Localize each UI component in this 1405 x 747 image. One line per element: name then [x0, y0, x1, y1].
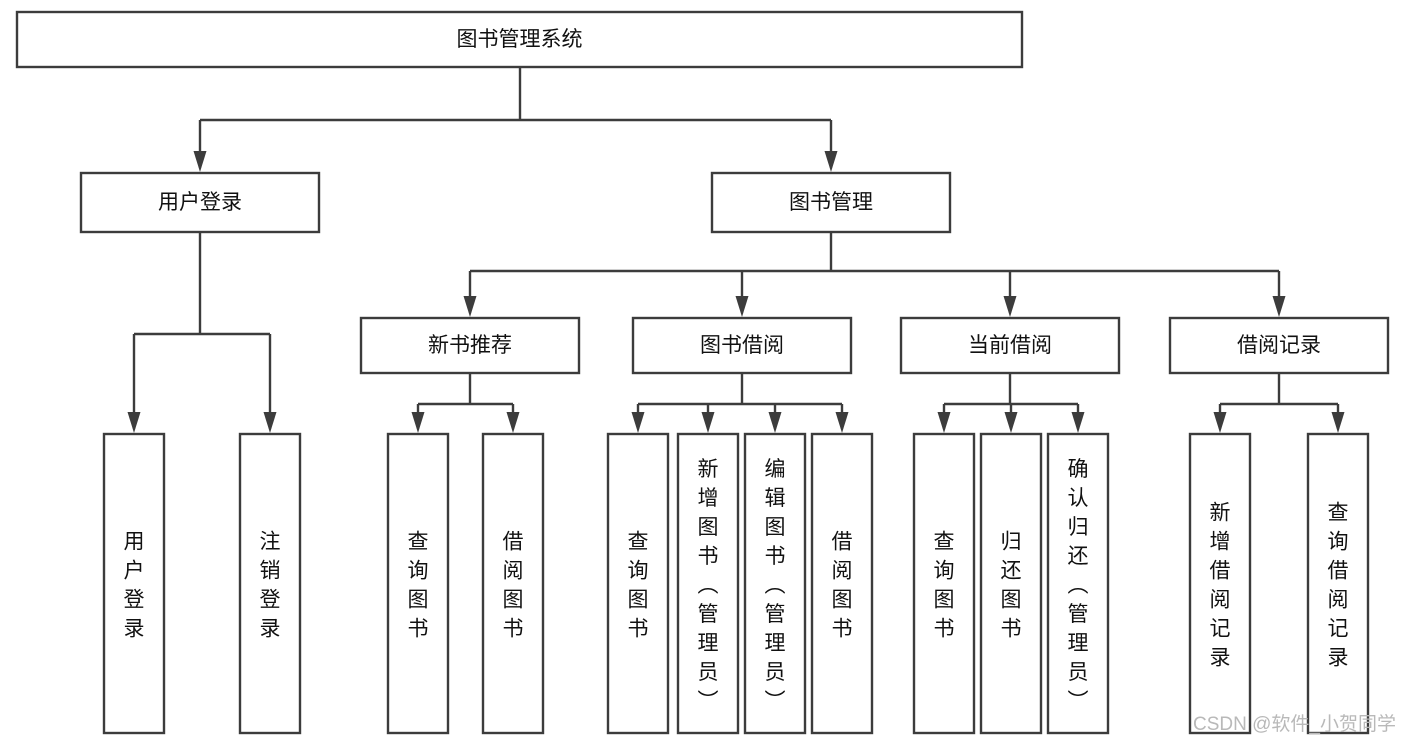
node-box[interactable]	[359, 316, 581, 375]
arrow-head-icon	[835, 412, 849, 433]
node-leaf-user-logout[interactable]: 注销登录	[238, 432, 302, 735]
arrow-head-icon	[768, 412, 782, 433]
node-label: 查询图书	[408, 531, 429, 641]
node-label: 注销登录	[260, 531, 281, 641]
connector-current-borrow	[937, 373, 1085, 433]
node-box[interactable]	[1046, 432, 1110, 735]
node-box[interactable]	[1306, 432, 1370, 735]
arrow-head-icon	[1071, 412, 1085, 433]
arrow-head-icon	[463, 296, 477, 317]
node-label: 查询图书	[934, 531, 955, 641]
node-borrow-record[interactable]: 借阅记录	[1168, 316, 1390, 375]
arrow-head-icon	[193, 151, 207, 172]
arrow-head-icon	[506, 412, 520, 433]
node-leaf-confirm-return[interactable]: 确认归还︵管理员︶	[1046, 432, 1110, 735]
connector-root	[193, 67, 838, 172]
arrow-head-icon	[631, 412, 645, 433]
node-box[interactable]	[979, 432, 1043, 735]
arrow-head-icon	[701, 412, 715, 433]
arrow-head-icon	[1004, 412, 1018, 433]
connector-book-borrow	[631, 373, 849, 433]
node-leaf-query-book-1[interactable]: 查询图书	[386, 432, 450, 735]
node-label: 图书借阅	[700, 334, 784, 357]
node-leaf-query-record[interactable]: 查询借阅记录	[1306, 432, 1370, 735]
node-leaf-borrow-book-1[interactable]: 借阅图书	[481, 432, 545, 735]
node-label: 用户登录	[158, 191, 242, 214]
csdn-watermark: CSDN @软件_小贺同学	[1193, 713, 1396, 735]
node-label: 图书管理系统	[457, 28, 583, 51]
node-leaf-query-book-2[interactable]: 查询图书	[606, 432, 670, 735]
node-leaf-add-book[interactable]: 新增图书︵管理员︶	[676, 432, 740, 735]
node-box[interactable]	[631, 316, 853, 375]
node-leaf-return-book[interactable]: 归还图书	[979, 432, 1043, 735]
node-user-login[interactable]: 用户登录	[79, 171, 321, 234]
arrow-head-icon	[1213, 412, 1227, 433]
node-label: 查询图书	[628, 531, 649, 641]
node-label: 借阅图书	[503, 531, 524, 641]
node-label: 新增借阅记录	[1210, 502, 1231, 670]
node-label: 新增图书︵管理员︶	[698, 458, 719, 713]
node-box[interactable]	[79, 171, 321, 234]
arrow-head-icon	[1272, 296, 1286, 317]
node-box[interactable]	[481, 432, 545, 735]
node-label: 图书管理	[789, 191, 873, 214]
node-box[interactable]	[1168, 316, 1390, 375]
node-leaf-edit-book[interactable]: 编辑图书︵管理员︶	[743, 432, 807, 735]
node-root[interactable]: 图书管理系统	[15, 10, 1024, 69]
connector-user-login	[127, 232, 277, 433]
node-box[interactable]	[912, 432, 976, 735]
arrow-head-icon	[411, 412, 425, 433]
node-label: 用户登录	[124, 531, 145, 641]
node-box[interactable]	[238, 432, 302, 735]
node-label: 借阅记录	[1237, 334, 1321, 357]
connector-new-book-rec	[411, 373, 520, 433]
node-label: 借阅图书	[832, 531, 853, 641]
node-leaf-user-login[interactable]: 用户登录	[102, 432, 166, 735]
node-box[interactable]	[899, 316, 1121, 375]
node-leaf-borrow-book-2[interactable]: 借阅图书	[810, 432, 874, 735]
node-label: 当前借阅	[968, 334, 1052, 357]
node-book-manage[interactable]: 图书管理	[710, 171, 952, 234]
connector-book-manage	[463, 232, 1286, 317]
node-label: 新书推荐	[428, 334, 512, 357]
arrow-head-icon	[824, 151, 838, 172]
node-book-borrow[interactable]: 图书借阅	[631, 316, 853, 375]
node-label: 编辑图书︵管理员︶	[765, 458, 786, 713]
node-leaf-add-record[interactable]: 新增借阅记录	[1188, 432, 1252, 735]
connector-borrow-record	[1213, 373, 1345, 433]
node-label: 确认归还︵管理员︶	[1068, 458, 1089, 713]
arrow-head-icon	[127, 412, 141, 433]
node-box[interactable]	[710, 171, 952, 234]
node-label: 查询借阅记录	[1328, 502, 1349, 670]
arrow-head-icon	[1331, 412, 1345, 433]
node-label: 归还图书	[1001, 531, 1022, 641]
arrow-head-icon	[1003, 296, 1017, 317]
arrow-head-icon	[937, 412, 951, 433]
node-box[interactable]	[606, 432, 670, 735]
arrow-head-icon	[735, 296, 749, 317]
node-box[interactable]	[676, 432, 740, 735]
connector-layer	[127, 67, 1345, 433]
node-leaf-query-book-3[interactable]: 查询图书	[912, 432, 976, 735]
node-box[interactable]	[743, 432, 807, 735]
node-box[interactable]	[102, 432, 166, 735]
node-box[interactable]	[1188, 432, 1252, 735]
node-layer: 图书管理系统用户登录图书管理新书推荐图书借阅当前借阅借阅记录用户登录注销登录查询…	[15, 10, 1390, 735]
node-current-borrow[interactable]: 当前借阅	[899, 316, 1121, 375]
node-box[interactable]	[386, 432, 450, 735]
node-new-book-rec[interactable]: 新书推荐	[359, 316, 581, 375]
node-box[interactable]	[810, 432, 874, 735]
node-box[interactable]	[15, 10, 1024, 69]
arrow-head-icon	[263, 412, 277, 433]
